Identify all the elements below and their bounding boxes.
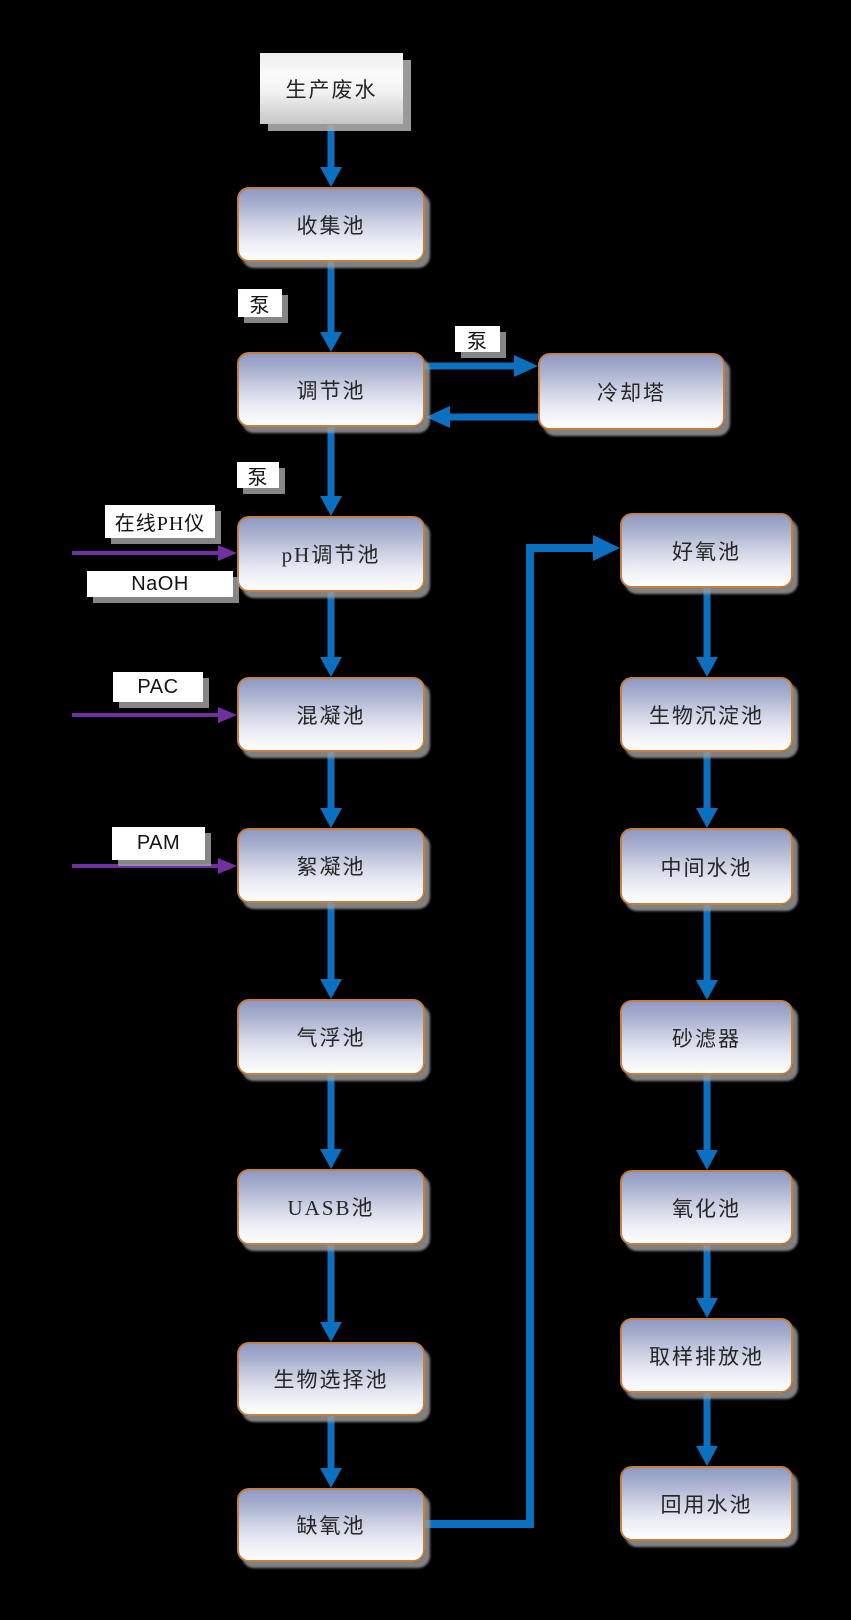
arrow-air-flotation-pool-to-uasb-pool <box>320 1075 342 1169</box>
node-regulation-pool: 调节池 <box>237 352 425 427</box>
node-sampling-discharge-pool: 取样排放池 <box>620 1318 793 1393</box>
node-label: pH调节池 <box>281 543 381 567</box>
arrow-oxidation-pool-to-sampling-discharge-pool <box>696 1245 718 1318</box>
node-coagulation-pool: 混凝池 <box>237 677 425 752</box>
arrow-collection-pool-to-regulation-pool <box>320 262 342 352</box>
node-label: 缺氧池 <box>296 1514 366 1538</box>
node-label: 氧化池 <box>672 1196 741 1221</box>
node-aerobic-pool: 好氧池 <box>620 513 793 588</box>
node-sand-filter: 砂滤器 <box>620 1000 793 1075</box>
label-pam: PAM <box>112 827 205 860</box>
node-label: 生产废水 <box>285 77 378 102</box>
arrow-ph-regulation-pool-to-coagulation-pool <box>320 592 342 677</box>
node-label: 收集池 <box>296 213 366 238</box>
node-label: 调节池 <box>296 378 366 403</box>
arrow-anoxic-pool-to-aerobic-pool <box>424 535 620 1528</box>
node-label: 气浮池 <box>296 1026 366 1050</box>
node-label: 生物沉淀池 <box>649 703 764 728</box>
label-pump-1: 泵 <box>238 289 282 317</box>
node-label: 取样排放池 <box>649 1344 764 1369</box>
label-pump-3: 泵 <box>237 462 279 489</box>
arrow-coagulation-pool-to-flocculation-pool <box>320 752 342 828</box>
node-label: 砂滤器 <box>672 1026 741 1051</box>
node-label: 回用水池 <box>660 1492 753 1517</box>
label-pac: PAC <box>113 672 203 702</box>
label-online-ph-meter: 在线PH仪 <box>105 505 215 538</box>
arrow-cooling-tower-to-regulation-pool <box>426 406 538 428</box>
node-label: 混凝池 <box>296 703 366 728</box>
node-production-wastewater: 生产废水 <box>260 53 403 124</box>
arrow-bio-selection-pool-to-anoxic-pool <box>320 1416 342 1488</box>
node-anoxic-pool: 缺氧池 <box>237 1488 425 1562</box>
arrow-intermediate-pool-to-sand-filter <box>696 905 718 1000</box>
node-bio-selection-pool: 生物选择池 <box>237 1342 425 1416</box>
node-label: 好氧池 <box>672 539 741 564</box>
dosing-arrow-pam-to-flocculation-pool <box>72 858 237 874</box>
node-air-flotation-pool: 气浮池 <box>237 999 425 1075</box>
node-collection-pool: 收集池 <box>237 187 425 262</box>
dosing-arrow-pac-to-coagulation-pool <box>72 707 237 723</box>
node-ph-regulation-pool: pH调节池 <box>237 516 425 592</box>
node-label: 絮凝池 <box>296 854 366 879</box>
arrow-uasb-pool-to-bio-selection-pool <box>320 1245 342 1342</box>
node-flocculation-pool: 絮凝池 <box>237 828 425 903</box>
arrow-aerobic-pool-to-bio-sedimentation-pool <box>696 588 718 677</box>
arrow-sand-filter-to-oxidation-pool <box>696 1075 718 1170</box>
arrow-regulation-pool-to-ph-regulation-pool <box>320 427 342 516</box>
node-label: UASB池 <box>287 1196 375 1220</box>
node-label: 冷却塔 <box>597 380 666 405</box>
node-oxidation-pool: 氧化池 <box>620 1170 793 1245</box>
node-bio-sedimentation-pool: 生物沉淀池 <box>620 677 793 752</box>
arrow-bio-sedimentation-pool-to-intermediate-pool <box>696 752 718 828</box>
arrow-flocculation-pool-to-air-flotation-pool <box>320 903 342 999</box>
arrow-production-wastewater-to-collection-pool <box>320 125 342 187</box>
node-reuse-pool: 回用水池 <box>620 1466 793 1541</box>
dosing-arrow-naoh-to-ph-regulation-pool <box>72 545 237 561</box>
arrow-regulation-pool-to-cooling-tower <box>424 355 538 377</box>
label-pump-2: 泵 <box>455 326 500 353</box>
arrow-sampling-discharge-pool-to-reuse-pool <box>696 1393 718 1466</box>
node-uasb-pool: UASB池 <box>237 1169 425 1245</box>
label-naoh: NaOH <box>87 571 233 597</box>
node-label: 中间水池 <box>660 855 753 880</box>
node-label: 生物选择池 <box>273 1368 389 1392</box>
node-cooling-tower: 冷却塔 <box>538 353 725 430</box>
node-intermediate-pool: 中间水池 <box>620 828 793 905</box>
